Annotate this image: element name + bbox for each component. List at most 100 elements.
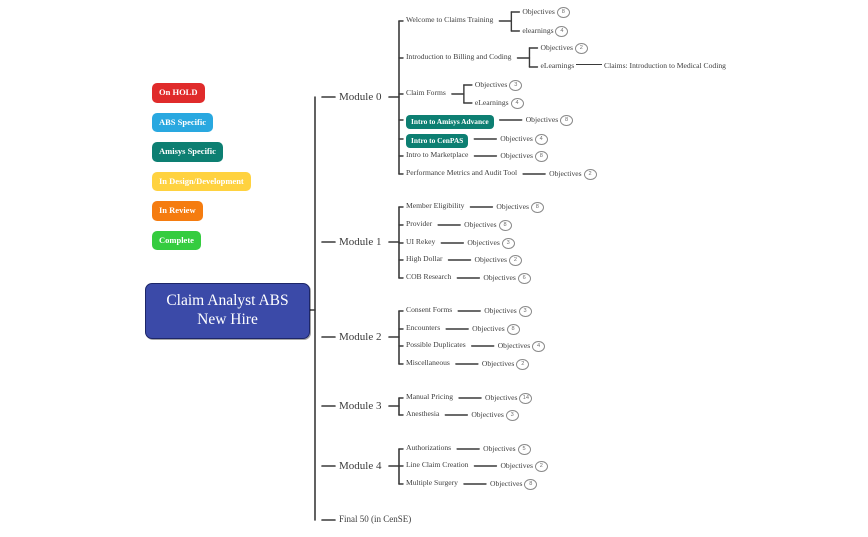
- root-title-line1: Claim Analyst ABS: [166, 292, 289, 310]
- count-badge: 8: [556, 7, 570, 18]
- count-badge: 6: [517, 273, 531, 284]
- module-label: Module 4: [339, 460, 382, 472]
- root-node[interactable]: Claim Analyst ABS New Hire: [145, 283, 310, 339]
- leaf-label: Objectives: [472, 324, 505, 333]
- leaf-node-performance-metrics-and-audit-tool-objectives[interactable]: Objectives 2: [549, 169, 597, 180]
- topic-node-possible-duplicates[interactable]: Possible Duplicates: [406, 341, 466, 349]
- leaf-node-encounters-objectives[interactable]: Objectives 8: [472, 324, 520, 335]
- topic-label: Performance Metrics and Audit Tool: [406, 168, 518, 177]
- count-badge: 8: [530, 202, 544, 213]
- leaf-label: eLearnings: [540, 61, 575, 70]
- module-label: Module 0: [339, 91, 382, 103]
- module-node-module-2[interactable]: Module 2: [339, 332, 381, 343]
- leaf-node-intro-to-marketplace-objectives[interactable]: Objectives 8: [500, 151, 548, 162]
- module-node-module-3[interactable]: Module 3: [339, 401, 381, 412]
- leaf-node-introduction-to-billing-and-coding-objectives[interactable]: Objectives 2: [540, 43, 588, 54]
- leaf-label: Objectives: [500, 461, 533, 470]
- leaf-node-claim-forms-objectives[interactable]: Objectives 3: [474, 80, 523, 91]
- leaf-node-high-dollar-objectives[interactable]: Objectives 2: [475, 255, 522, 266]
- topic-node-consent-forms[interactable]: Consent Forms: [406, 306, 452, 314]
- leaf-node-multiple-surgery-objectives[interactable]: Objectives 8: [489, 479, 538, 490]
- count-badge: 2: [534, 461, 548, 472]
- leaf-node-anesthesia-objectives[interactable]: Objectives 3: [471, 410, 519, 421]
- leaf-node-claim-forms-elearnings[interactable]: eLearnings 4: [475, 98, 524, 109]
- topic-node-claim-forms[interactable]: Claim Forms: [406, 89, 446, 97]
- final-node[interactable]: Final 50 (in CenSE): [339, 515, 411, 524]
- topic-label: Multiple Surgery: [406, 478, 458, 487]
- legend-chip-on-hold[interactable]: On HOLD: [152, 83, 205, 103]
- count-badge: 3: [501, 238, 515, 249]
- topic-label: Anesthesia: [406, 409, 440, 418]
- legend-chip-in-review[interactable]: In Review: [152, 201, 203, 221]
- count-badge: 5: [517, 444, 531, 455]
- leaf-label: Objectives: [522, 7, 555, 16]
- leaf-label: Objectives: [474, 80, 508, 89]
- leaf-detail: Claims: Introduction to Medical Coding: [604, 61, 726, 70]
- topic-node-anesthesia[interactable]: Anesthesia: [406, 410, 439, 418]
- topic-label: Line Claim Creation: [406, 460, 469, 469]
- count-badge: 2: [516, 359, 530, 370]
- leaf-label: Objectives: [483, 273, 516, 282]
- leaf-node-manual-pricing-objectives[interactable]: Objectives 14: [485, 393, 533, 404]
- topic-node-encounters[interactable]: Encounters: [406, 324, 440, 332]
- leaf-node-line-claim-creation-objectives[interactable]: Objectives 2: [500, 461, 548, 472]
- topic-label: Intro to Marketplace: [406, 150, 469, 159]
- count-badge: 4: [555, 26, 569, 37]
- legend-chip-complete[interactable]: Complete: [152, 230, 201, 250]
- leaf-node-intro-to-amisys-advance-objectives[interactable]: Objectives 8: [525, 115, 574, 126]
- module-node-module-0[interactable]: Module 0: [339, 92, 381, 103]
- leaf-label: Objectives: [540, 43, 573, 52]
- leaf-node-member-eligibility-objectives[interactable]: Objectives 8: [496, 202, 544, 213]
- topic-label: Intro to CenPAS: [406, 134, 469, 149]
- topic-node-welcome-to-claims-training[interactable]: Welcome to Claims Training: [406, 16, 493, 24]
- leaf-node-welcome-to-claims-training-objectives[interactable]: Objectives 8: [522, 7, 570, 18]
- leaf-node-welcome-to-claims-training-elearnings[interactable]: elearnings 4: [522, 26, 569, 37]
- leaf-node-introduction-to-billing-and-coding-elearnings[interactable]: eLearnings Claims: Introduction to Medic…: [540, 62, 725, 70]
- leaf-node-consent-forms-objectives[interactable]: Objectives 3: [484, 306, 532, 317]
- topic-node-performance-metrics-and-audit-tool[interactable]: Performance Metrics and Audit Tool: [406, 169, 517, 177]
- module-label: Module 1: [339, 236, 382, 248]
- topic-node-intro-to-cenpas[interactable]: Intro to CenPAS: [406, 134, 469, 149]
- topic-label: Possible Duplicates: [406, 340, 466, 349]
- topic-label: Miscellaneous: [406, 358, 450, 367]
- topic-node-intro-to-amisys-advance[interactable]: Intro to Amisys Advance: [406, 115, 494, 130]
- leaf-node-provider-objectives[interactable]: Objectives 8: [464, 220, 512, 231]
- module-node-module-4[interactable]: Module 4: [339, 461, 381, 472]
- topic-node-ui-rekey[interactable]: UI Rekey: [406, 238, 435, 246]
- leaf-label: Objectives: [467, 238, 500, 247]
- topic-node-line-claim-creation[interactable]: Line Claim Creation: [406, 461, 468, 469]
- legend-chip-abs-specific[interactable]: ABS Specific: [152, 112, 213, 132]
- count-badge: 3: [518, 306, 532, 317]
- module-node-module-1[interactable]: Module 1: [339, 237, 381, 248]
- topic-label: COB Research: [406, 272, 452, 281]
- leaf-label: Objectives: [489, 479, 523, 488]
- topic-node-miscellaneous[interactable]: Miscellaneous: [406, 359, 450, 367]
- topic-node-provider[interactable]: Provider: [406, 220, 432, 228]
- topic-node-introduction-to-billing-and-coding[interactable]: Introduction to Billing and Coding: [406, 53, 511, 61]
- topic-node-high-dollar[interactable]: High Dollar: [406, 255, 443, 263]
- topic-node-member-eligibility[interactable]: Member Eligibility: [406, 202, 464, 210]
- count-badge: 8: [498, 220, 512, 231]
- leaf-node-authorizations-objectives[interactable]: Objectives 5: [483, 444, 531, 455]
- topic-label: High Dollar: [406, 254, 443, 263]
- legend-chip-in-design-development[interactable]: In Design/Development: [152, 171, 251, 191]
- leaf-label: elearnings: [522, 26, 554, 35]
- leaf-label: Objectives: [549, 169, 582, 178]
- topic-node-multiple-surgery[interactable]: Multiple Surgery: [406, 479, 458, 487]
- legend-chip-amisys-specific[interactable]: Amisys Specific: [152, 142, 223, 162]
- topic-node-authorizations[interactable]: Authorizations: [406, 444, 451, 452]
- topic-node-intro-to-marketplace[interactable]: Intro to Marketplace: [406, 151, 468, 159]
- leaf-node-intro-to-cenpas-objectives[interactable]: Objectives 4: [500, 134, 548, 145]
- leaf-node-possible-duplicates-objectives[interactable]: Objectives 4: [498, 341, 546, 352]
- topic-node-cob-research[interactable]: COB Research: [406, 273, 451, 281]
- leaf-label: Objectives: [525, 115, 559, 124]
- leaf-label: Objectives: [481, 359, 515, 368]
- leaf-node-cob-research-objectives[interactable]: Objectives 6: [483, 273, 531, 284]
- topic-node-manual-pricing[interactable]: Manual Pricing: [406, 393, 453, 401]
- leaf-node-miscellaneous-objectives[interactable]: Objectives 2: [481, 359, 530, 370]
- leaf-label: Objectives: [474, 255, 507, 264]
- count-badge: 4: [510, 98, 524, 109]
- leaf-node-ui-rekey-objectives[interactable]: Objectives 3: [467, 238, 515, 249]
